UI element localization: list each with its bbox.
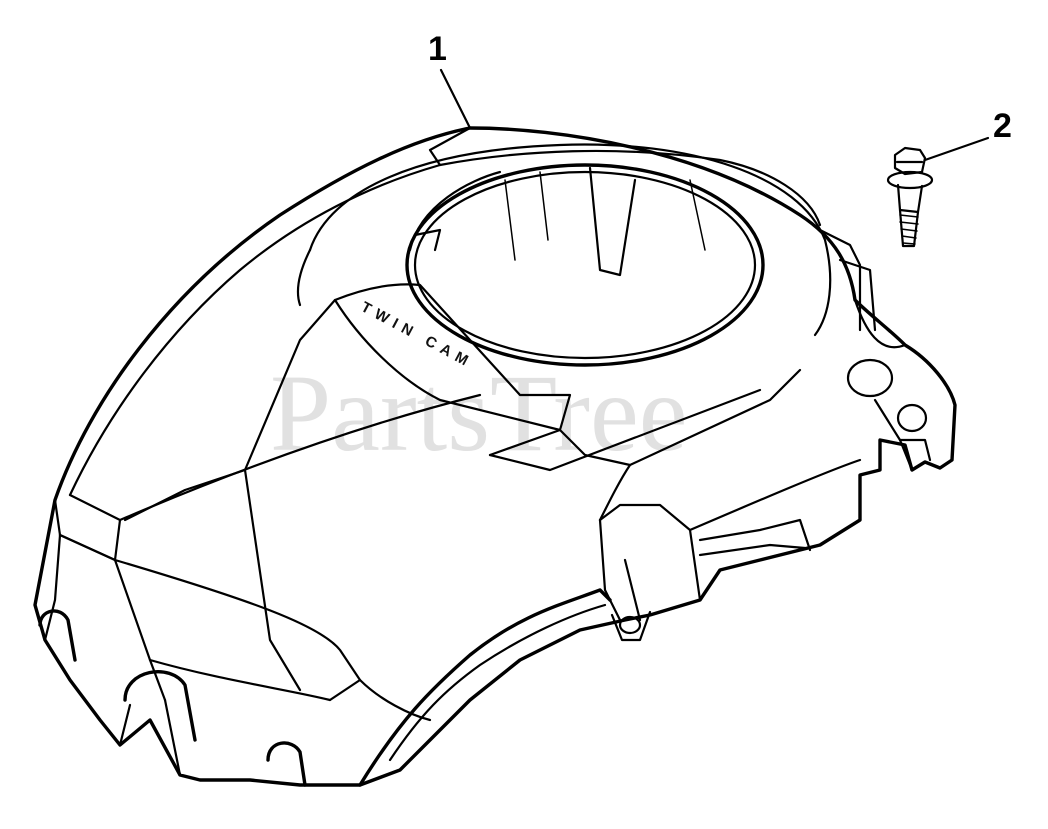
- hex-flange-screw[interactable]: [886, 146, 934, 248]
- leader-line-1: [439, 68, 472, 130]
- callout-label-2: 2: [993, 107, 1012, 145]
- leader-line-2: [923, 136, 990, 162]
- callout-2: 2: [923, 107, 1012, 162]
- callout-1: 1: [428, 30, 472, 130]
- callout-label-1: 1: [428, 30, 447, 68]
- watermark-text: PartsTree: [270, 352, 688, 474]
- blower-housing[interactable]: TWIN CAM: [33, 126, 957, 787]
